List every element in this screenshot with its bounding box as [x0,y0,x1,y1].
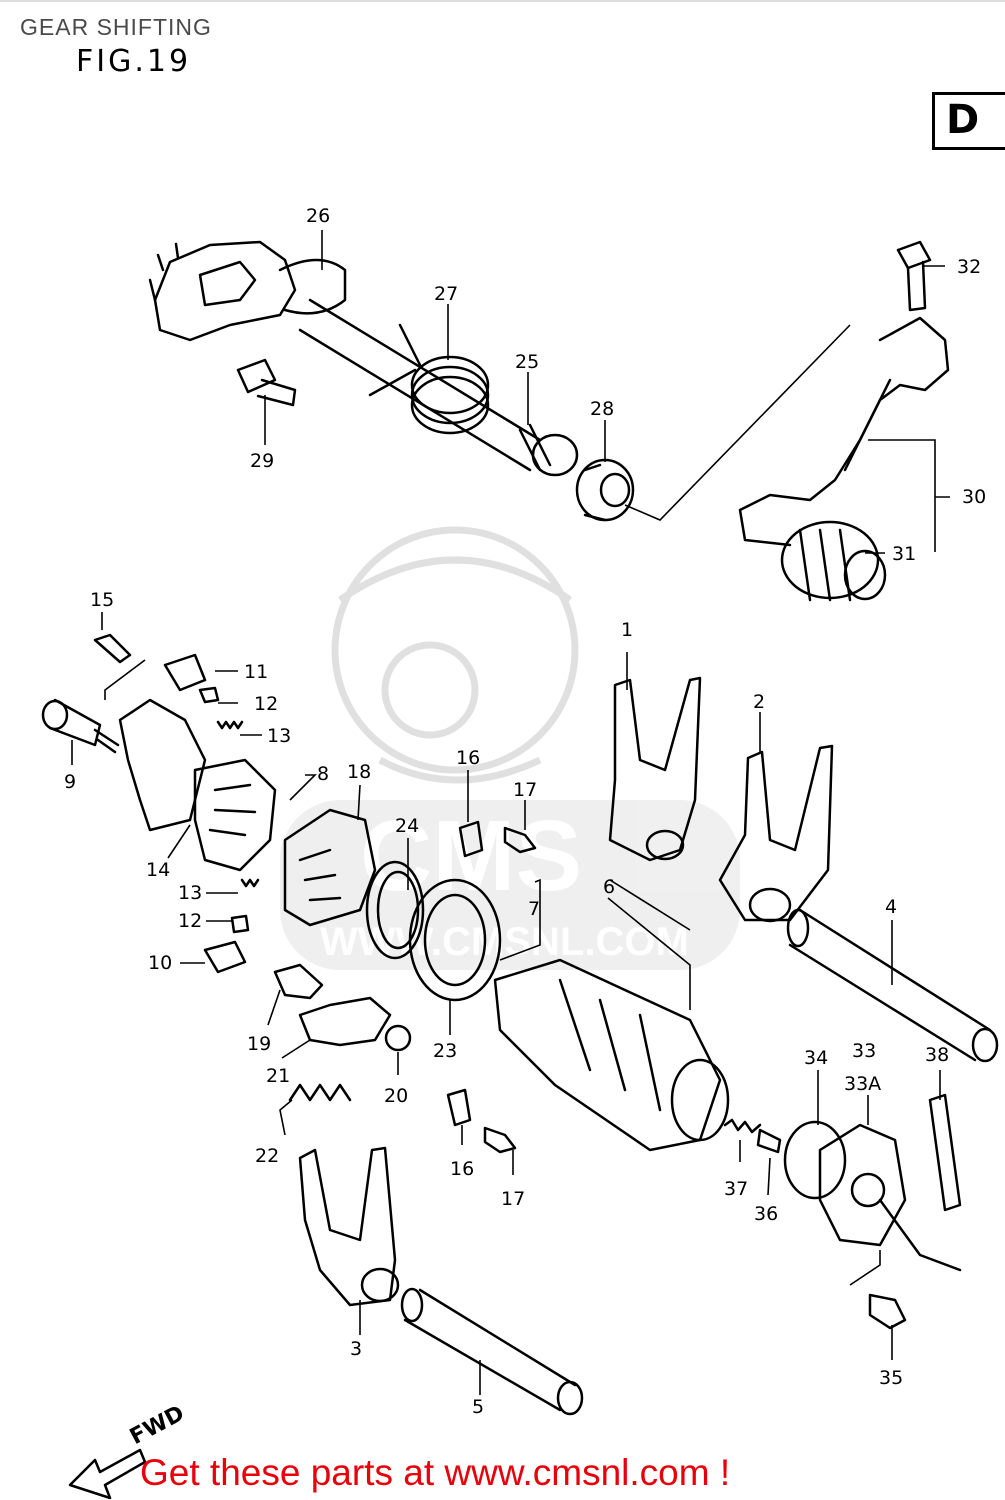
callout-38: 38 [925,1044,949,1066]
callout-6: 6 [603,876,615,898]
callout-1: 1 [621,619,633,641]
watermark-brand: CMS [360,800,582,912]
shift-fork-part [298,1146,400,1307]
callout-13-upper: 13 [267,725,291,747]
leader-lines [71,230,950,1395]
callout-2: 2 [753,691,765,713]
callout-5: 5 [472,1396,484,1418]
callout-21: 21 [266,1065,290,1087]
pin-part [230,914,250,934]
callout-32: 32 [957,256,981,278]
cam-pin-part [41,698,120,754]
gearshift-shaft-part [298,298,579,477]
fork-shaft-part [786,908,999,1063]
callout-17-lower: 17 [501,1188,525,1210]
callout-17-upper: 17 [513,779,537,801]
callout-24: 24 [395,815,419,837]
plate-part [163,653,207,692]
callout-31: 31 [892,543,916,565]
plate-part [203,940,247,974]
washer-part [384,1024,412,1052]
lever-bolt-part [896,240,932,312]
callout-19: 19 [247,1033,271,1055]
spring-part [723,1118,762,1134]
callout-35: 35 [879,1367,903,1389]
screw-part [93,633,132,664]
callout-16-lower: 16 [450,1158,474,1180]
gear-shift-cam-part [283,808,377,927]
shift-fork-part [718,744,834,923]
gear-shift-cam-drum-part [493,958,730,1152]
callout-15: 15 [90,589,114,611]
callout-28: 28 [590,398,614,420]
callout-33a: 33A [844,1073,881,1095]
watermark: CMS WWW.CMSNL.COM [280,526,740,970]
washer-part [273,963,324,1000]
callout-10: 10 [148,952,172,974]
plate-part [458,820,484,858]
callout-3: 3 [350,1338,362,1360]
watermark-url: WWW.CMSNL.COM [320,920,689,964]
callout-18: 18 [347,761,371,783]
page-title: GEAR SHIFTING [20,14,212,40]
callout-12-upper: 12 [254,693,278,715]
callout-7: 7 [528,898,540,920]
bearing-part [408,878,502,1002]
callout-27: 27 [434,283,458,305]
footer-link[interactable]: Get these parts at www.cmsnl.com ! [140,1452,731,1493]
callout-23: 23 [433,1040,457,1062]
callout-30: 30 [962,486,986,508]
stopper-lever-part [298,996,392,1047]
section-letter: D [946,97,980,143]
pin-part [198,686,220,704]
oil-seal-part [575,458,635,522]
screw-part [868,1293,907,1330]
callout-36: 36 [754,1203,778,1225]
seal-ring-part [365,860,425,960]
callout-29: 29 [250,450,274,472]
pin-part [756,1128,782,1154]
stopper-bolt-part [236,358,297,407]
callout-14: 14 [146,859,170,881]
cam-gear-part [118,698,277,872]
callout-25: 25 [515,351,539,373]
callout-12-lower: 12 [178,910,202,932]
fwd-arrow-icon [68,1448,147,1500]
callout-26: 26 [306,205,330,227]
spring-part [288,1083,352,1102]
screw-part [483,1126,517,1154]
figure-number: FIG.19 [76,44,192,79]
callout-34: 34 [804,1047,828,1069]
callout-labels: 1 2 3 4 5 6 7 8 9 10 11 12 12 13 13 14 1… [64,205,986,1418]
callout-4: 4 [885,896,897,918]
spring-part [216,720,244,730]
plate-part [446,1088,472,1127]
callout-16-upper: 16 [456,747,480,769]
callout-9: 9 [64,771,76,793]
fork-shaft-part [400,1287,584,1416]
callout-37: 37 [724,1178,748,1200]
shift-fork-part [608,676,702,862]
callout-33: 33 [852,1040,876,1062]
callout-20: 20 [384,1085,408,1107]
callout-8: 8 [317,763,329,785]
spring-part [240,878,260,888]
callout-13-lower: 13 [178,882,202,904]
gear-position-switch-part [783,1120,962,1272]
gearshift-lever-part [738,316,950,602]
callout-11: 11 [244,661,268,683]
gearshift-shaft-arm-part [148,240,347,342]
switch-clamp-part [928,1093,962,1212]
callout-22: 22 [255,1145,279,1167]
section-box [932,92,1005,150]
return-spring-part [368,323,490,435]
screw-part [503,826,537,854]
